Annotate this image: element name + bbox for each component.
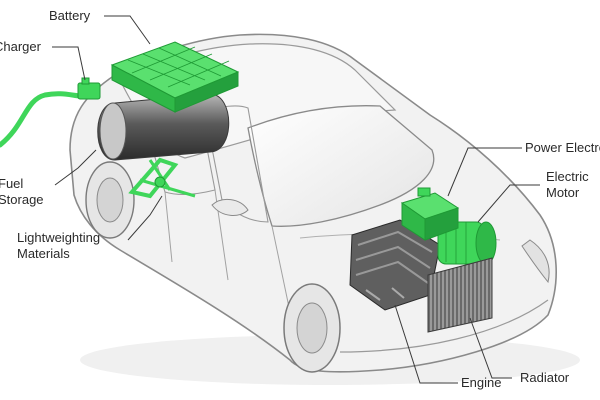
- power-electronics-unit: [400, 187, 460, 241]
- fuel-storage-label-line1: Fuel: [0, 176, 24, 191]
- fuel-storage-label-line2: Storage: [0, 192, 44, 207]
- battery-label: Battery: [49, 8, 91, 23]
- battery-pack: [110, 41, 240, 113]
- power-electronics-label: Power Electronics: [525, 140, 600, 155]
- lightweighting-label: Lightweighting Materials: [17, 230, 100, 262]
- front-wheel: [283, 283, 341, 373]
- lightweighting-label-line1: Lightweighting: [17, 230, 101, 245]
- leader-lines: [52, 15, 540, 384]
- headlight: [521, 239, 550, 284]
- engine-label: Engine: [461, 375, 502, 390]
- fuel-storage-label: Fuel Storage: [0, 176, 44, 208]
- electric-motor-label-line1: Electric: [546, 169, 589, 184]
- lightweighting-part: [128, 157, 196, 199]
- front-bumper: [339, 299, 549, 353]
- lightweighting-label-line2: Materials: [17, 246, 70, 261]
- charger-unit: [0, 77, 101, 148]
- electric-motor-label-line2: Motor: [546, 185, 580, 200]
- fuel-storage-tank: [97, 93, 230, 161]
- charger-label: Charger: [0, 39, 41, 54]
- side-mirror: [211, 198, 249, 216]
- rear-wheel: [85, 161, 135, 239]
- electric-motor: [437, 221, 497, 265]
- radiator-label: Radiator: [520, 370, 570, 385]
- radiator-unit: [427, 257, 493, 333]
- electric-motor-label: Electric Motor: [546, 169, 589, 201]
